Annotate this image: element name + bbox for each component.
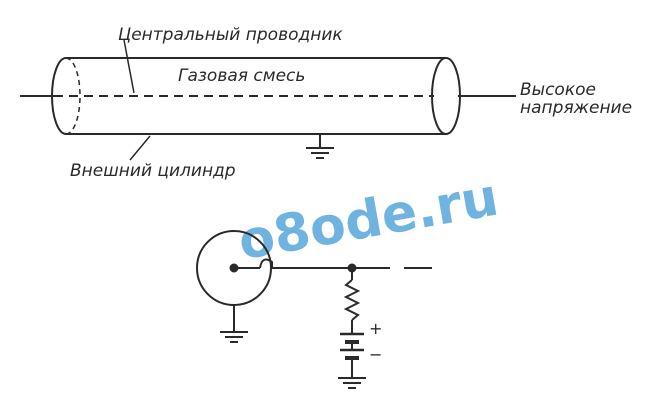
label-high-voltage-1: Высокое	[520, 80, 596, 100]
label-outer-cylinder: Внешний цилиндр	[70, 161, 236, 181]
tube-right-end	[431, 57, 461, 135]
label-gas-mixture: Газовая смесь	[178, 66, 305, 86]
schematic	[196, 230, 432, 389]
pointer-outer-cylinder	[129, 135, 151, 161]
battery-plus-sign: +	[369, 319, 382, 338]
counter-hook-electrode	[259, 258, 273, 269]
label-central-conductor: Центральный проводник	[118, 25, 343, 45]
counter-tube	[20, 39, 516, 161]
pointer-central-conductor	[123, 39, 135, 94]
resistor	[343, 279, 361, 321]
label-high-voltage-2: напряжение	[520, 98, 632, 118]
battery-minus-sign: −	[369, 345, 382, 364]
watermark: o8ode.ru	[234, 168, 503, 273]
